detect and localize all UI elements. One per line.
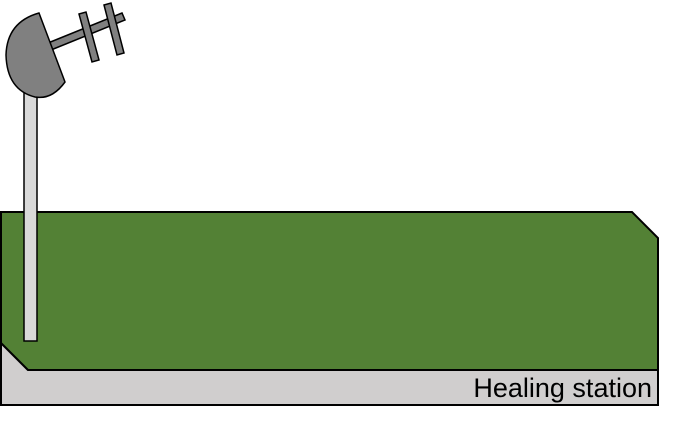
satellite-dish-icon [5, 2, 126, 342]
antenna-pole [23, 87, 38, 342]
station-label: Healing station [473, 373, 652, 403]
antenna-crossbar-2 [103, 2, 125, 56]
antenna-dish [5, 12, 66, 99]
antenna-crossbar-1 [78, 11, 100, 63]
grass-field [0, 211, 659, 371]
